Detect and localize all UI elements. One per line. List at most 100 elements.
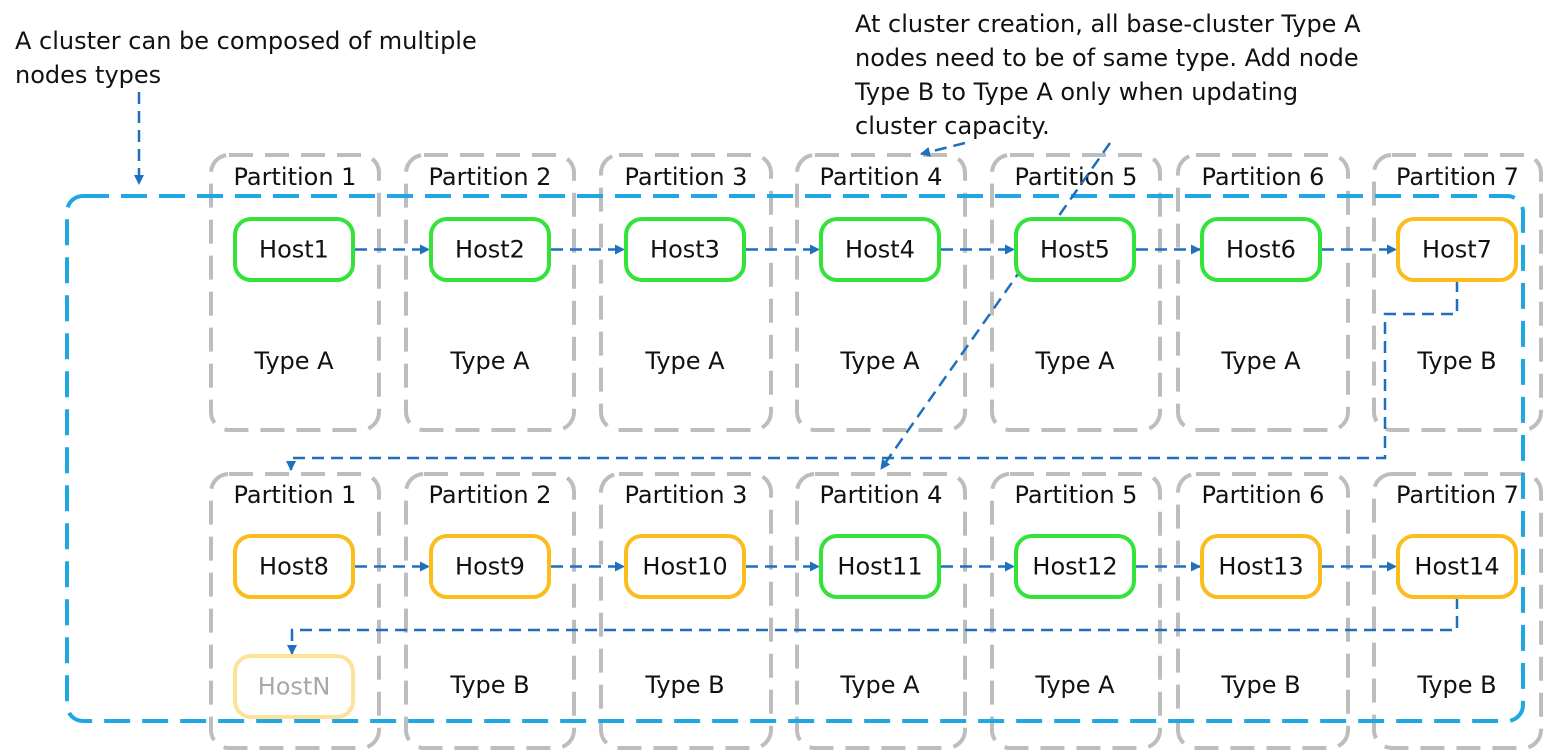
host-label: Host9 — [455, 553, 525, 581]
partition-label: Partition 4 — [820, 481, 943, 509]
host-label: Host3 — [650, 236, 720, 264]
cluster-layer — [65, 194, 1525, 723]
host-box — [1200, 534, 1322, 599]
host-label: HostN — [258, 673, 331, 701]
partition-box — [404, 472, 576, 750]
host-box — [233, 654, 355, 719]
note-line: nodes types — [15, 61, 162, 89]
partition-label: Partition 6 — [1202, 163, 1325, 191]
node-type-label: Type A — [1220, 347, 1301, 375]
cluster-creation-note: At cluster creation, all base-cluster Ty… — [855, 7, 1361, 143]
host-node: Host1 — [233, 217, 355, 282]
cluster-composition-note: A cluster can be composed of multiple no… — [15, 24, 477, 92]
host-node: Host6 — [1200, 217, 1322, 282]
host-box — [1200, 217, 1322, 282]
host-box — [624, 217, 746, 282]
cluster-boundary — [65, 194, 1525, 723]
row-wrap-connector — [287, 597, 1459, 655]
host-label: Host8 — [259, 553, 329, 581]
host-node: Host3 — [624, 217, 746, 282]
note-line: nodes need to be of same type. Add node — [855, 44, 1359, 72]
note-line: At cluster creation, all base-cluster Ty… — [855, 10, 1361, 38]
row-wrap-connector — [286, 280, 1459, 471]
partition-box — [990, 472, 1162, 750]
host-label: Host5 — [1040, 236, 1110, 264]
partition-label: Partition 5 — [1015, 481, 1138, 509]
host-label: Host11 — [837, 553, 922, 581]
host-box — [1396, 217, 1518, 282]
host-node: Host12 — [1014, 534, 1136, 599]
host-box — [1014, 534, 1136, 599]
node-type-label: Type A — [839, 347, 920, 375]
partition-box — [1372, 472, 1543, 750]
host-box — [1014, 217, 1136, 282]
host-node: Host7 — [1396, 217, 1518, 282]
host-box — [429, 534, 551, 599]
partition-box — [404, 153, 576, 432]
host-node: Host11 — [819, 534, 941, 599]
host-node: Host5 — [1014, 217, 1136, 282]
partition-label: Partition 4 — [820, 163, 943, 191]
node-type-label: Type A — [644, 347, 725, 375]
host-label: Host7 — [1422, 236, 1492, 264]
connectors-layer — [134, 92, 1459, 655]
host-node: Host14 — [1396, 534, 1518, 599]
node-type-label: Type B — [1416, 347, 1496, 375]
host-label: Host4 — [845, 236, 915, 264]
host-label: Host14 — [1414, 553, 1499, 581]
host-label: Host13 — [1218, 553, 1303, 581]
node-type-label: Type A — [1034, 671, 1115, 699]
partition-box — [209, 153, 381, 432]
host-box — [819, 217, 941, 282]
partitions-layer: Partition 1 Type A Partition 2 Type A Partit… — [209, 153, 1543, 750]
partition-label: Partition 7 — [1396, 481, 1519, 509]
partition-label: Partition 7 — [1396, 163, 1519, 191]
partition-box — [1372, 153, 1543, 432]
note-line: cluster capacity. — [855, 112, 1050, 140]
host-box — [429, 217, 551, 282]
node-type-label: Type B — [644, 671, 724, 699]
partition-label: Partition 2 — [429, 481, 552, 509]
host-node: Host9 — [429, 534, 551, 599]
host-label: Host1 — [259, 236, 329, 264]
host-label: Host10 — [642, 553, 727, 581]
partition-box — [795, 472, 967, 750]
note-pointer-arrow — [879, 142, 1112, 470]
host-node: Host10 — [624, 534, 746, 599]
node-type-label: Type A — [839, 671, 920, 699]
host-node: Host13 — [1200, 534, 1322, 599]
host-label: Host12 — [1032, 553, 1117, 581]
note-line: A cluster can be composed of multiple — [15, 27, 477, 55]
node-type-label: Type A — [449, 347, 530, 375]
partition-label: Partition 1 — [234, 481, 357, 509]
partition-label: Partition 6 — [1202, 481, 1325, 509]
partition-box — [990, 153, 1162, 432]
host-node: Host4 — [819, 217, 941, 282]
pending-host-node: HostN — [233, 654, 355, 719]
partition-box — [209, 472, 381, 750]
partition-label: Partition 2 — [429, 163, 552, 191]
host-box — [624, 534, 746, 599]
node-type-label: Type A — [253, 347, 334, 375]
partition-box — [599, 472, 773, 750]
partition-label: Partition 3 — [625, 481, 748, 509]
host-box — [819, 534, 941, 599]
host-box — [233, 217, 355, 282]
host-node: Host2 — [429, 217, 551, 282]
host-label: Host6 — [1226, 236, 1296, 264]
host-node: Host8 — [233, 534, 355, 599]
hosts-layer: Host1 Host2 Host3 Host4 Host5 Host6 Host7Host8… — [233, 217, 1518, 719]
partition-label: Partition 3 — [625, 163, 748, 191]
note-pointer-arrow — [920, 141, 966, 157]
host-box — [233, 534, 355, 599]
partition-box — [1176, 472, 1350, 750]
node-type-label: Type B — [1416, 671, 1496, 699]
note-line: Type B to Type A only when updating — [855, 78, 1299, 106]
host-label: Host2 — [455, 236, 525, 264]
node-type-label: Type B — [449, 671, 529, 699]
partition-label: Partition 5 — [1015, 163, 1138, 191]
partition-box — [795, 153, 967, 432]
partition-label: Partition 1 — [234, 163, 357, 191]
node-type-label: Type B — [1220, 671, 1300, 699]
